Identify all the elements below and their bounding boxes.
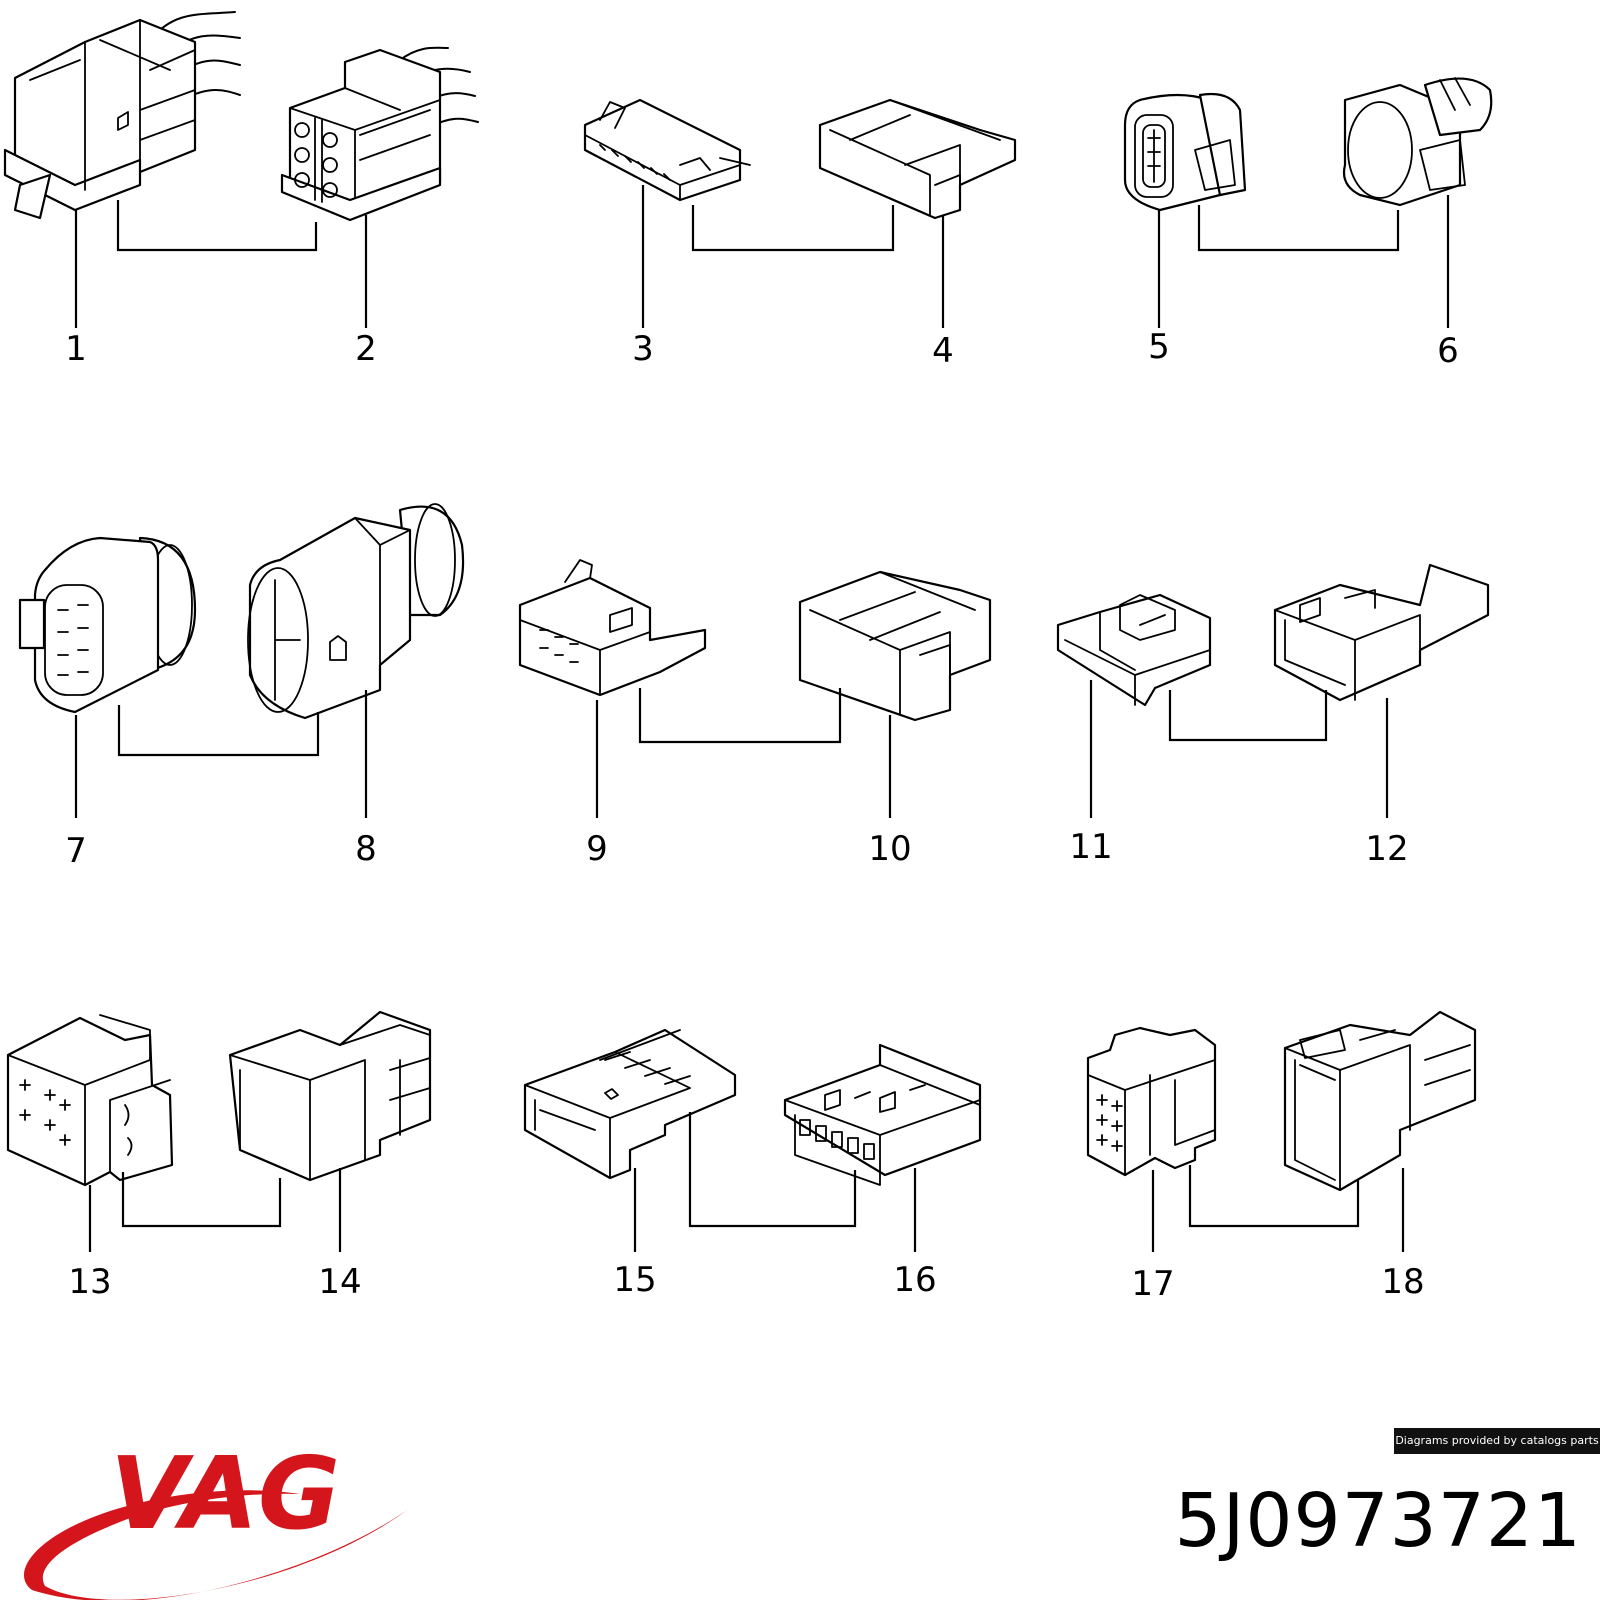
connector-18 [1283, 1010, 1477, 1192]
connector-10 [798, 570, 992, 722]
callout-number: 14 [318, 1262, 361, 1302]
part-number: 5J0973721 [1174, 1478, 1582, 1564]
callout-number: 6 [1437, 331, 1459, 371]
connector-5 [1123, 92, 1247, 212]
callout-number: 18 [1381, 1262, 1424, 1302]
connector-12 [1273, 563, 1490, 702]
connector-13 [6, 1014, 174, 1187]
callout-number: 12 [1365, 829, 1408, 869]
callout-number: 7 [65, 831, 87, 871]
callout-number: 5 [1148, 327, 1170, 367]
connector-2 [280, 46, 479, 222]
callout-number: 16 [893, 1260, 936, 1300]
connector-6 [1342, 77, 1493, 207]
callout-number: 10 [868, 829, 911, 869]
callout-leaders [74, 185, 1450, 1252]
callout-number: 1 [65, 329, 87, 369]
callout-number: 9 [586, 829, 608, 869]
callout-number: 11 [1069, 827, 1112, 867]
connector-8 [247, 503, 465, 720]
connector-14 [228, 1010, 432, 1182]
connector-3 [583, 98, 751, 202]
callout-number: 4 [932, 331, 954, 371]
callout-number: 8 [355, 829, 377, 869]
connector-4 [818, 98, 1017, 220]
callout-number: 13 [68, 1262, 111, 1302]
connector-7 [18, 536, 197, 714]
connector-17 [1086, 1026, 1217, 1177]
vag-logo-text: VAG [110, 1435, 340, 1552]
callout-numbers: 1 2 3 4 5 6 7 8 9 10 11 12 13 14 15 16 1… [65, 327, 1459, 1304]
connector-15 [523, 1028, 737, 1180]
callout-number: 17 [1131, 1264, 1174, 1304]
diagram-credit-label: Diagrams provided by catalogs parts [1394, 1428, 1600, 1454]
connector-9 [518, 559, 707, 697]
vag-logo-swoosh [23, 1490, 410, 1600]
connector-11 [1056, 593, 1212, 707]
callout-number: 3 [632, 329, 654, 369]
vag-logo: VAG [23, 1435, 410, 1600]
callout-number: 2 [355, 329, 377, 369]
connector-16 [783, 1043, 982, 1186]
callout-number: 15 [613, 1260, 656, 1300]
connector-1 [3, 11, 241, 220]
